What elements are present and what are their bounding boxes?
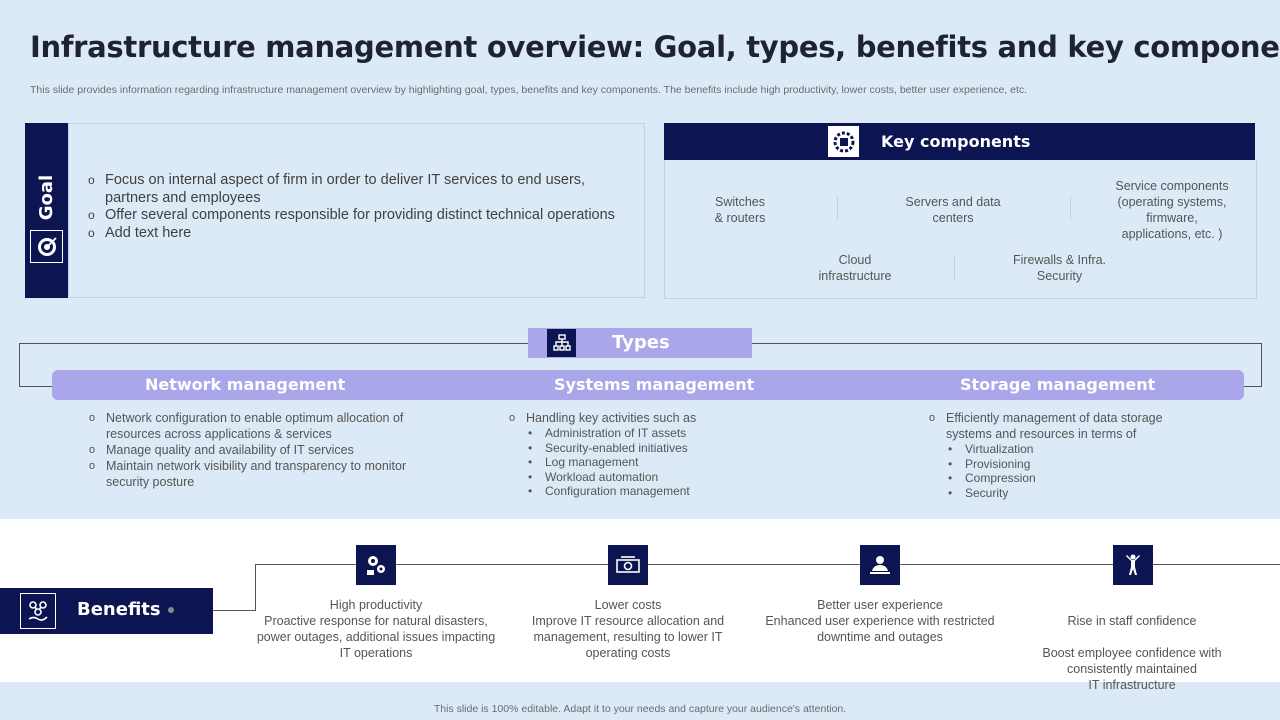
network-hand-icon (20, 593, 56, 629)
benefit-title: Lower costs (594, 598, 662, 612)
component-item: Cloud infrastructure (818, 253, 892, 283)
sub-list-item: Configuration management (526, 484, 847, 499)
benefits-label: Benefits (0, 588, 213, 634)
sub-list-item: Log management (526, 455, 847, 470)
gears-person-icon (356, 545, 396, 585)
goal-box: Focus on internal aspect of firm in orde… (68, 123, 645, 298)
page-title: Infrastructure management overview: Goal… (30, 30, 1280, 64)
list-item: Handling key activities such as (526, 411, 697, 425)
person-rising-icon (1113, 545, 1153, 585)
storage-management-heading: Storage management (960, 375, 1156, 394)
footer-note: This slide is 100% editable. Adapt it to… (433, 703, 847, 715)
benefit-item: Rise in staff confidence Boost employee … (1012, 597, 1252, 709)
systems-management-column: Handling key activities such as Administ… (507, 410, 847, 499)
key-components-title: Key components (881, 132, 1031, 151)
benefits-title: Benefits (77, 599, 161, 620)
connector-dot (168, 607, 174, 613)
benefit-text: Enhanced user experience with restricted… (765, 614, 995, 644)
sub-list-item: Workload automation (526, 470, 847, 485)
list-item: Add text here (85, 225, 635, 243)
gear-chip-icon (828, 126, 859, 157)
sub-list-item: Compression (946, 471, 1207, 486)
component-item: Switches & routers (714, 195, 766, 225)
types-title: Types (612, 332, 670, 353)
connector-line (172, 610, 256, 611)
sub-list-item: Provisioning (946, 457, 1207, 472)
component-item: Servers and data centers (905, 195, 1001, 225)
user-laptop-icon (860, 545, 900, 585)
network-management-heading: Network management (145, 375, 346, 394)
benefit-text: Proactive response for natural disasters… (256, 614, 496, 660)
connector-line (255, 564, 256, 611)
key-components-header: Key components (664, 123, 1255, 160)
sub-list-item: Virtualization (946, 442, 1207, 457)
systems-management-heading: Systems management (554, 375, 755, 394)
benefit-title: Rise in staff confidence (1067, 614, 1197, 628)
divider (837, 196, 838, 220)
sub-list-item: Security (946, 486, 1207, 501)
benefit-title: Better user experience (817, 598, 943, 612)
goal-label: Goal (36, 174, 58, 220)
benefit-item: Lower costs Improve IT resource allocati… (508, 597, 748, 661)
component-item: Service components (operating systems, f… (1115, 179, 1229, 241)
benefit-item: High productivity Proactive response for… (256, 597, 496, 661)
connector-line (255, 564, 1280, 565)
list-item: Network configuration to enable optimum … (87, 410, 417, 442)
list-item: Manage quality and availability of IT se… (87, 442, 417, 458)
goal-list: Focus on internal aspect of firm in orde… (85, 172, 635, 242)
goal-sidebar: Goal (25, 123, 68, 298)
hierarchy-icon (547, 329, 576, 357)
storage-management-column: Efficiently management of data storage s… (927, 410, 1207, 500)
types-bar: Network management Systems management St… (52, 370, 1244, 400)
benefit-text: Boost employee confidence with consisten… (1042, 646, 1222, 692)
sub-list-item: Security-enabled initiatives (526, 441, 847, 456)
target-icon (30, 230, 63, 263)
component-item: Firewalls & Infra. Security (1012, 253, 1107, 283)
money-icon (608, 545, 648, 585)
key-components-box: Switches & routers Servers and data cent… (664, 160, 1257, 299)
benefit-item: Better user experience Enhanced user exp… (760, 597, 1000, 645)
page-subtitle: This slide provides information regardin… (30, 84, 1028, 96)
list-item: Offer several components responsible for… (85, 207, 635, 225)
divider (954, 256, 955, 280)
divider (1070, 196, 1071, 220)
types-header: Types (528, 328, 752, 358)
list-item: Focus on internal aspect of firm in orde… (85, 172, 635, 207)
benefit-title: High productivity (329, 598, 423, 612)
sub-list-item: Administration of IT assets (526, 426, 847, 441)
network-management-column: Network configuration to enable optimum … (87, 410, 417, 490)
list-item: Efficiently management of data storage s… (946, 411, 1163, 441)
benefit-text: Improve IT resource allocation and manag… (531, 614, 725, 660)
list-item: Maintain network visibility and transpar… (87, 458, 417, 490)
